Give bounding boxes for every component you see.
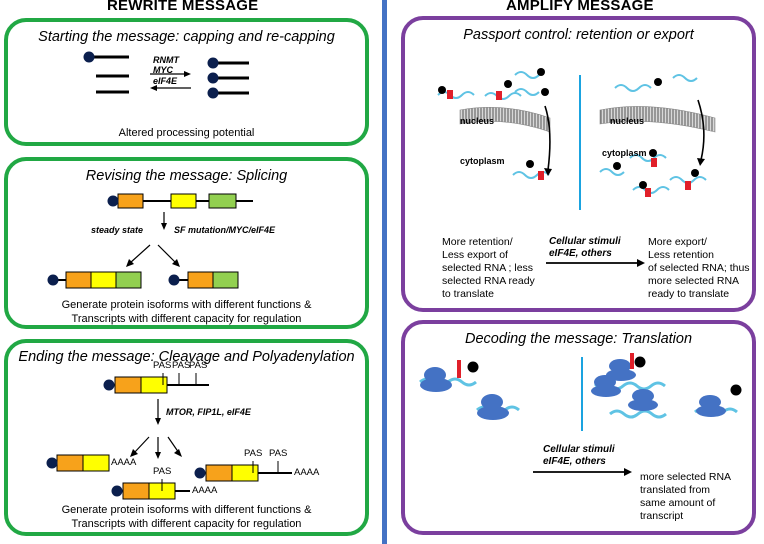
cap-icon [654,78,662,86]
export-stimuli-2: eIF4E, others [549,248,612,259]
cytoplasm-label-right: cytoplasm [602,148,647,158]
capping-title: Starting the message: capping and re-cap… [38,29,335,45]
translation-right-text-4: transcript [640,510,684,522]
polyadenylation-caption-1: Generate protein isoforms with different… [61,504,312,516]
cap-icon [207,72,219,84]
splicing-panel: Revising the message: Splicing steady st… [4,157,369,329]
pas-label-6: PAS [153,466,172,477]
cap-icon [639,181,647,189]
pas-label-3: PAS [189,360,208,371]
export-left-text-3: selected RNA ; less [442,262,534,274]
cap-icon [467,361,479,373]
amplify-header: AMPLIFY MESSAGE [506,0,654,14]
cap-icon [613,162,621,170]
splicing-caption-2: Transcripts with different capacity for … [71,313,302,325]
ribosome-icon [696,405,726,417]
cap-icon [634,356,646,368]
cap-icon [438,86,446,94]
cap-icon [537,68,545,76]
ribosome-icon [420,378,452,392]
polya-tail-left: AAAA [111,457,137,468]
ribosome-icon [591,385,621,397]
pas-label-2: PAS [172,360,191,371]
export-left-text-2: Less export of [442,249,508,261]
cap-icon [730,384,742,396]
polya-tail-right: AAAA [294,467,320,478]
cap-icon [83,51,95,63]
cap-icon [541,88,549,96]
cap-icon [691,169,699,177]
column-divider [382,0,387,544]
cytoplasm-label-left: cytoplasm [460,156,505,166]
cap-icon [526,160,534,168]
export-right-text-5: ready to translate [648,288,730,300]
cap-icon [103,379,115,391]
cap-icon [207,57,219,69]
export-right-text-2: Less retention [648,249,714,261]
capping-caption: Altered processing potential [118,127,255,139]
polyadenylation-caption-2: Transcripts with different capacity for … [71,518,302,530]
capping-factor-eif4e: eIF4E [153,76,178,86]
export-stimuli-1: Cellular stimuli [549,236,621,247]
cap-icon [194,467,206,479]
export-left-text-4: selected RNA ready [442,275,535,287]
splicing-title: Revising the message: Splicing [85,168,288,184]
polya-tail-middle: AAAA [192,485,218,496]
export-title: Passport control: retention or export [463,27,694,43]
translation-panel: Decoding the message: Translation [401,320,756,535]
export-diagram [437,68,716,267]
pas-label-1: PAS [153,360,172,371]
capping-panel: Starting the message: capping and re-cap… [4,18,369,146]
cap-icon [504,80,512,88]
cap-icon [168,274,180,286]
translation-stimuli-2: eIF4E, others [543,456,606,467]
capping-diagram [83,51,249,99]
cap-icon [207,87,219,99]
translation-title: Decoding the message: Translation [464,331,693,347]
translation-diagram [419,353,742,476]
export-right-text-4: more selected RNA [648,275,740,287]
splicing-diagram [47,193,253,289]
cap-icon [47,274,59,286]
cap-icon [46,457,58,469]
polyadenylation-diagram [46,373,292,500]
export-left-text-5: to translate [442,288,494,300]
polyadenylation-factors: MTOR, FIP1L, eIF4E [166,407,251,417]
splicing-right-label: SF mutation/MYC/eIF4E [174,225,276,235]
ribosome-icon [477,406,509,420]
polyadenylation-panel: Ending the message: Cleavage and Polyade… [4,339,369,536]
nuclear-membrane [599,106,716,133]
pas-label-4: PAS [244,448,263,459]
splicing-left-label: steady state [91,225,144,235]
splicing-caption-1: Generate protein isoforms with different… [61,299,312,311]
cap-icon [107,195,119,207]
cap-icon [649,149,657,157]
capping-factor-rnmt: RNMT [153,55,179,65]
export-left-text-1: More retention/ [442,236,513,248]
export-panel: Passport control: retention or export [401,16,756,312]
nucleus-label-right: nucleus [610,116,645,126]
ribosome-icon [628,399,658,411]
polyadenylation-title: Ending the message: Cleavage and Polyade… [18,349,355,365]
capping-factor-myc: MYC [153,65,173,75]
translation-right-text-2: translated from [640,484,711,496]
export-right-text-3: of selected RNA; thus [648,262,750,274]
export-right-text-1: More export/ [648,236,707,248]
rewrite-header: REWRITE MESSAGE [107,0,259,14]
cap-icon [111,485,123,497]
ribosome-icon [481,394,503,410]
translation-right-text-1: more selected RNA [640,471,732,483]
translation-stimuli-1: Cellular stimuli [543,444,615,455]
translation-right-text-3: same amount of [640,497,716,509]
pas-label-5: PAS [269,448,288,459]
nucleus-label-left: nucleus [460,116,495,126]
